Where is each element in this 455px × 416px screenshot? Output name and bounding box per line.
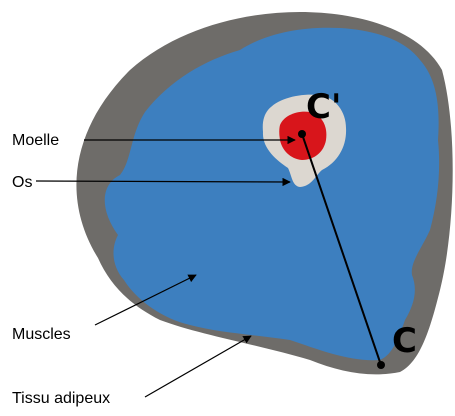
fat-leader-arrow: [145, 336, 251, 397]
center-point-label: C': [306, 87, 341, 127]
center-point-dot: [298, 130, 306, 138]
edge-point-label: C: [392, 321, 417, 361]
edge-point-dot: [377, 361, 385, 369]
fat-label: Tissu adipeux: [12, 390, 110, 407]
muscles-label: Muscles: [12, 326, 71, 343]
marrow-label: Moelle: [12, 132, 59, 149]
bone-label: Os: [12, 174, 32, 191]
